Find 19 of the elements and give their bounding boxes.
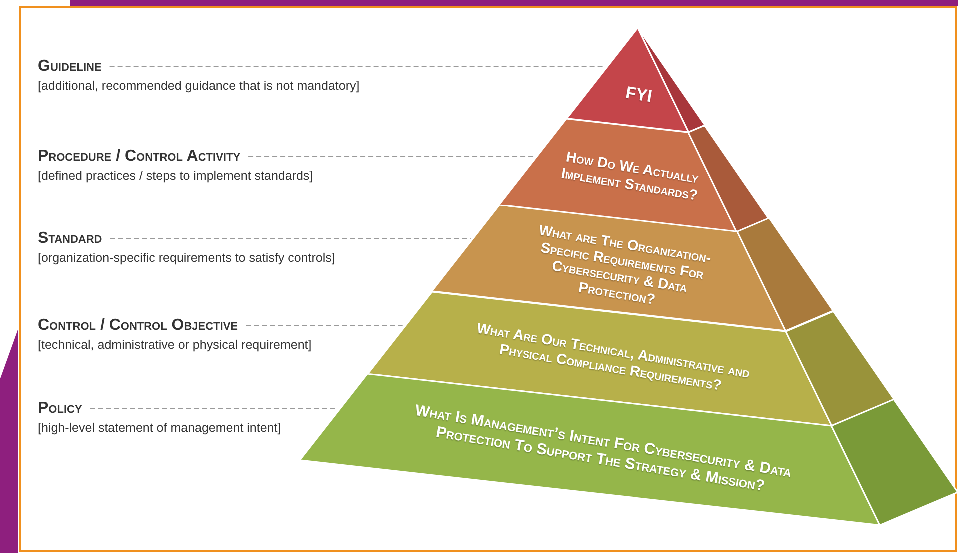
level-heading: Standard xyxy=(38,230,102,248)
level-description: [technical, administrative or physical requirement] xyxy=(38,338,312,352)
layer-question: What are The Organization-Specific Requirements For Cybersecurity & Data Protection? xyxy=(536,221,714,310)
leader-line xyxy=(248,156,536,158)
level-description: [organization-specific requirements to satisfy controls] xyxy=(38,251,336,265)
level-description: [additional, recommended guidance that is not mandatory] xyxy=(38,79,360,93)
level-description: [high-level statement of management intent] xyxy=(38,421,282,435)
leader-line xyxy=(110,238,472,240)
layer-question: What Are Our Technical, Administrative and Physical Compliance Requirements? xyxy=(474,320,752,396)
layer-question: What Is Management’s Intent For Cybersecurity & Data Protection To Support The Strategy & Mission? xyxy=(413,401,794,497)
level-description: [defined practices / steps to implement standards] xyxy=(38,169,314,183)
level-heading: Policy xyxy=(38,400,82,418)
level-heading: Control / Control Objective xyxy=(38,317,238,335)
leader-line xyxy=(90,408,338,410)
layer-question: How Do We Actually Implement Standards? xyxy=(558,148,700,206)
leader-line xyxy=(109,66,606,68)
level-heading: Guideline xyxy=(38,58,102,76)
layer-question: FYI xyxy=(623,82,655,109)
level-heading: Procedure / Control Activity xyxy=(38,148,241,166)
